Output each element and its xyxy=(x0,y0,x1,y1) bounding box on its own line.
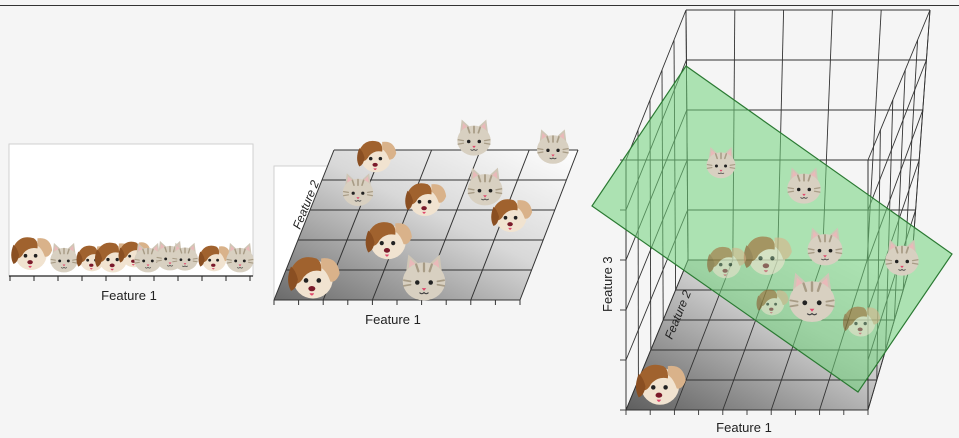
panel-3d-zlabel: Feature 3 xyxy=(600,256,615,312)
panel-1d-xlabel: Feature 1 xyxy=(101,288,157,303)
grid-line xyxy=(625,9,687,161)
grid-line xyxy=(867,59,927,211)
panel-2d-xlabel: Feature 1 xyxy=(365,312,421,327)
grid-line xyxy=(911,9,931,261)
cat-face-icon xyxy=(456,118,492,157)
panel-3d-xlabel: Feature 1 xyxy=(716,420,772,435)
panel-3d: Feature 1 Feature 2 Feature 3 xyxy=(591,9,953,435)
cat-face-icon xyxy=(536,128,570,165)
grid-line xyxy=(867,9,931,161)
top-rule xyxy=(0,5,959,6)
panel-1d: Feature 1 xyxy=(8,143,255,303)
grid-line xyxy=(273,149,335,301)
panel-2d: Feature 1 Feature 2 xyxy=(273,118,579,327)
grid-line xyxy=(519,149,579,301)
